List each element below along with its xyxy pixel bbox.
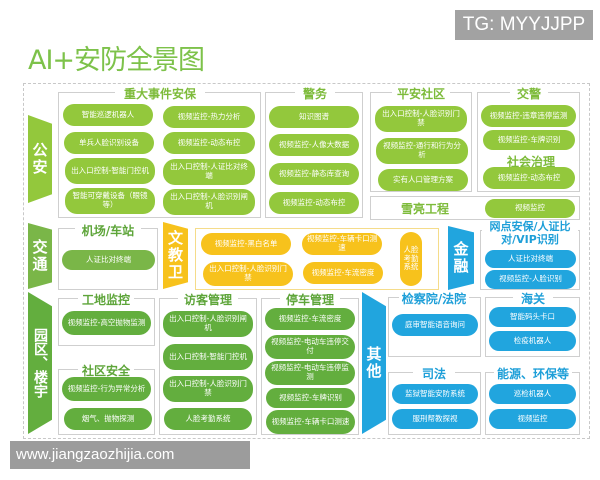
item-pill: 出入口控制-人脸识别闸机 [163, 189, 255, 215]
item-pill: 智能码头卡口 [489, 307, 576, 327]
item-pill: 视频监控-电动车违停监测 [265, 361, 355, 385]
item-pill: 服刑帮教探视 [392, 409, 478, 429]
section-title: 海关 [513, 290, 553, 307]
item-pill: 实有人口管理方案 [378, 169, 468, 191]
section-title: 机场/车站 [75, 222, 141, 239]
section-title: 检察院/法院 [399, 290, 469, 307]
section-title: 交警 [510, 85, 548, 102]
watermark-url: www.jiangzaozhijia.com [10, 441, 250, 469]
category-tab-finance: 金融 [448, 226, 474, 290]
item-pill: 人证比对终端 [485, 250, 576, 268]
section-title: 雪亮工程 [400, 202, 449, 216]
item-pill: 巡检机器人 [489, 384, 576, 404]
item-pill: 视频监控-热力分析 [163, 106, 255, 128]
item-pill: 视频监控-动态布控 [483, 167, 575, 189]
item-pill: 视频监控-车辆卡口测速 [302, 233, 382, 255]
category-tab-transport: 交通 [28, 223, 52, 289]
item-pill: 出入口控制-人脸识别闸机 [163, 311, 253, 337]
item-pill: 出入口控制-人脸识别门禁 [163, 376, 253, 402]
item-pill: 视频监控-违章违停监测 [481, 105, 576, 127]
item-pill: 人脸考勤系统 [400, 232, 422, 286]
item-pill: 烟气、抛物探测 [64, 408, 152, 430]
section-sharp-eyes [370, 196, 580, 220]
section-title: 工地监控 [78, 291, 134, 308]
item-pill: 出入口控制-人脸识别门禁 [203, 262, 293, 286]
section-title: 停车管理 [280, 291, 340, 308]
item-pill: 视频监控-车流密度 [265, 308, 355, 330]
item-pill: 智能巡逻机器人 [63, 104, 153, 126]
item-pill: 视频监控 [485, 199, 575, 218]
section-title: 司法 [413, 365, 455, 382]
section-education [195, 228, 439, 290]
category-tab-public-security: 公安 [28, 115, 52, 203]
item-pill: 视频监控-行为异常分析 [62, 377, 151, 401]
item-pill: 视频监控-高空抛物监测 [62, 311, 151, 335]
section-title: 重大事件安保 [115, 85, 205, 102]
item-pill: 知识图谱 [269, 106, 359, 128]
item-pill: 视频监控-人脸识别 [485, 270, 576, 289]
item-pill: 视频监控-动态布控 [269, 192, 359, 214]
item-pill: 视频监控-黑白名单 [201, 233, 291, 255]
item-pill: 视频监控-人像大数据 [269, 134, 359, 156]
item-pill: 视频监控-通行和行为分析 [376, 138, 468, 164]
section-title: 能源、环保等 [494, 365, 572, 382]
item-pill: 视频监控 [489, 409, 576, 429]
item-pill: 单兵人脸识别设备 [64, 132, 154, 154]
item-pill: 检疫机器人 [489, 331, 576, 351]
category-tab-education: 文教卫 [163, 222, 188, 289]
item-pill: 视频监控-电动车违停交付 [265, 335, 355, 359]
category-tab-park: 园区、楼宇 [28, 292, 52, 434]
item-pill: 视频监控-动态布控 [163, 132, 255, 154]
tg-badge: TG: MYYJJPP [455, 10, 593, 40]
item-pill: 视频监控-车辆卡口测速 [266, 410, 355, 434]
item-pill: 出入口控制-智能门控机 [65, 158, 155, 184]
item-pill: 出入口控制-人证比对终端 [163, 159, 255, 185]
section-title: 平安社区 [392, 85, 450, 102]
section-title: 社区安全 [78, 362, 134, 379]
page-title: AI+安防全景图 [28, 45, 205, 76]
item-pill: 智能可穿戴设备（眼镜等） [65, 188, 155, 214]
category-tab-other: 其他 [362, 292, 386, 434]
item-pill: 出入口控制-智能门控机 [163, 344, 253, 370]
item-pill: 视频监控-车牌识别 [266, 388, 355, 408]
section-title: 网点安保/人证比对/VIP识别 [482, 220, 578, 246]
item-pill: 人脸考勤系统 [164, 408, 252, 430]
item-pill: 出入口控制-人脸识别门禁 [375, 106, 467, 132]
section-title: 访客管理 [178, 291, 238, 308]
item-pill: 庭审智能语音询问 [392, 314, 478, 336]
section-title: 警务 [295, 85, 335, 102]
item-pill: 监狱智能安防系统 [392, 384, 478, 404]
item-pill: 视频监控-车流密度 [303, 262, 383, 284]
section-title: 社会治理 [500, 153, 562, 170]
item-pill: 视频监控-车牌识别 [483, 130, 575, 150]
item-pill: 人证比对终端 [62, 250, 155, 270]
diagram-frame [23, 83, 590, 439]
item-pill: 视频监控-静态库查询 [269, 163, 359, 185]
